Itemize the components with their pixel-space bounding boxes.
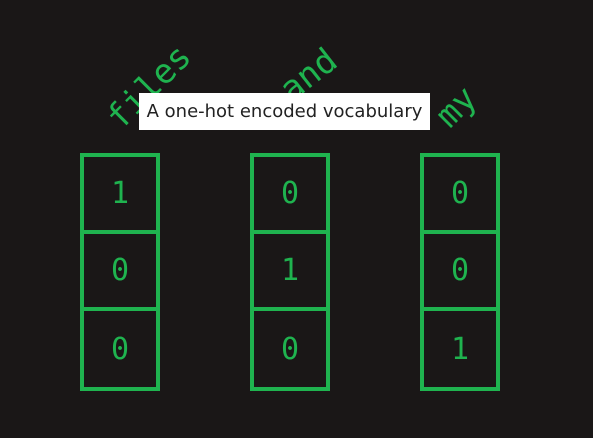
vector-cell: 0 [110, 331, 130, 367]
vector-cell: 1 [84, 157, 156, 234]
vector-cell: 0 [254, 157, 326, 234]
vector-cell: 1 [254, 234, 326, 311]
word-label-my: my [427, 78, 486, 136]
tooltip: A one-hot encoded vocabulary [139, 93, 430, 130]
vector-and: 0 1 0 [250, 153, 330, 391]
vector-my: 0 0 1 [420, 153, 500, 391]
vector-cell: 0 [84, 234, 156, 311]
vector-cell: 0 [424, 157, 496, 234]
vector-files: 1 0 0 [80, 153, 160, 391]
vector-cell: 1 [450, 331, 470, 367]
vector-cell: 0 [280, 331, 300, 367]
vector-cell: 0 [424, 234, 496, 311]
